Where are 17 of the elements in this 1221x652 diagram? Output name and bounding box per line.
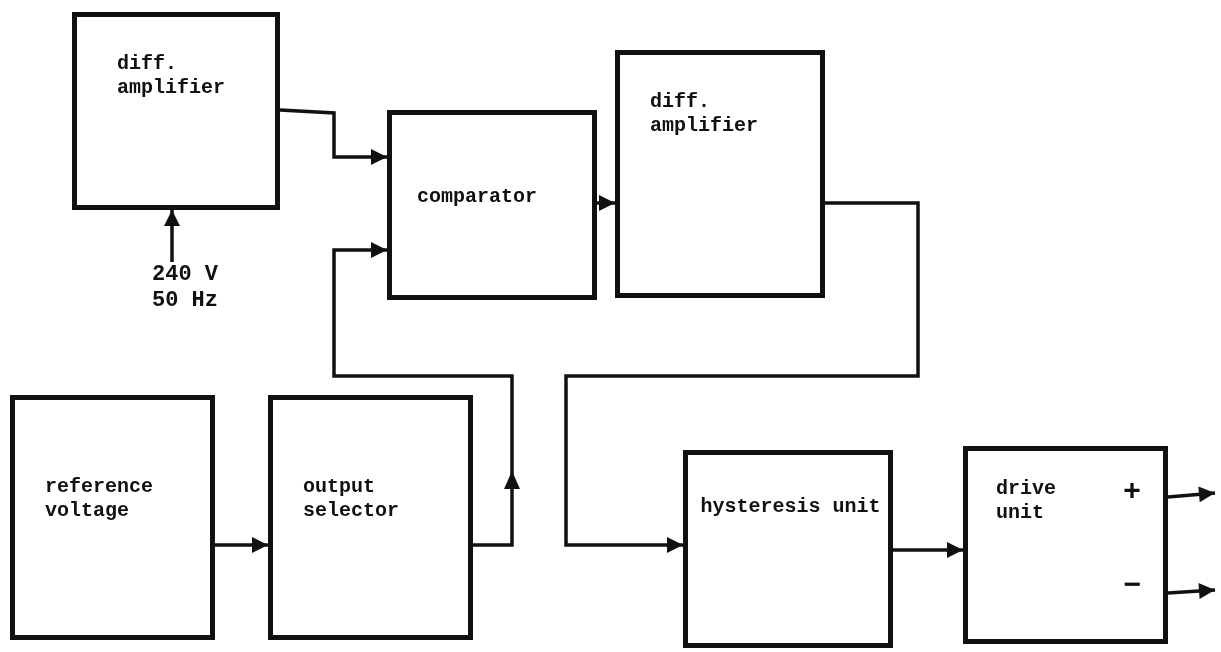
block-label: diff. amplifier [650, 90, 760, 138]
block-label: drive unit [996, 477, 1057, 525]
block-box [72, 12, 280, 210]
block-box [10, 395, 215, 640]
block-box [615, 50, 825, 298]
block-box [683, 450, 893, 648]
polarity-sign: + [1123, 477, 1141, 507]
block-box [387, 110, 597, 300]
block-label: output selector [303, 475, 400, 523]
supply-label: 240 V 50 Hz [151, 262, 219, 315]
block-box [268, 395, 473, 640]
polarity-sign: − [1123, 571, 1141, 601]
block-label: reference voltage [45, 475, 155, 523]
block-label: comparator [417, 185, 539, 209]
block-label: diff. amplifier [117, 52, 227, 100]
block-box [963, 446, 1168, 644]
block-label: hysteresis unit [699, 495, 882, 519]
